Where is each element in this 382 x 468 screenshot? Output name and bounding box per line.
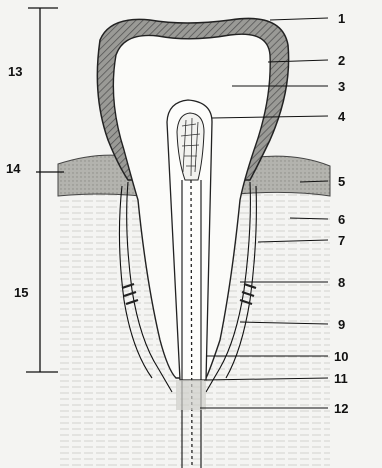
label-7: 7 (338, 233, 345, 248)
label-8: 8 (338, 275, 345, 290)
label-5: 5 (338, 174, 345, 189)
label-6: 6 (338, 212, 345, 227)
label-12: 12 (334, 401, 348, 416)
apex-shade (176, 380, 206, 410)
label-1: 1 (338, 11, 345, 26)
label-3: 3 (338, 79, 345, 94)
label-9: 9 (338, 317, 345, 332)
label-4: 4 (338, 109, 346, 124)
label-10: 10 (334, 349, 348, 364)
left-bracket (26, 8, 58, 372)
label-15: 15 (14, 285, 28, 300)
label-13: 13 (8, 64, 22, 79)
label-11: 11 (334, 371, 348, 386)
label-2: 2 (338, 53, 345, 68)
label-14: 14 (6, 161, 21, 176)
